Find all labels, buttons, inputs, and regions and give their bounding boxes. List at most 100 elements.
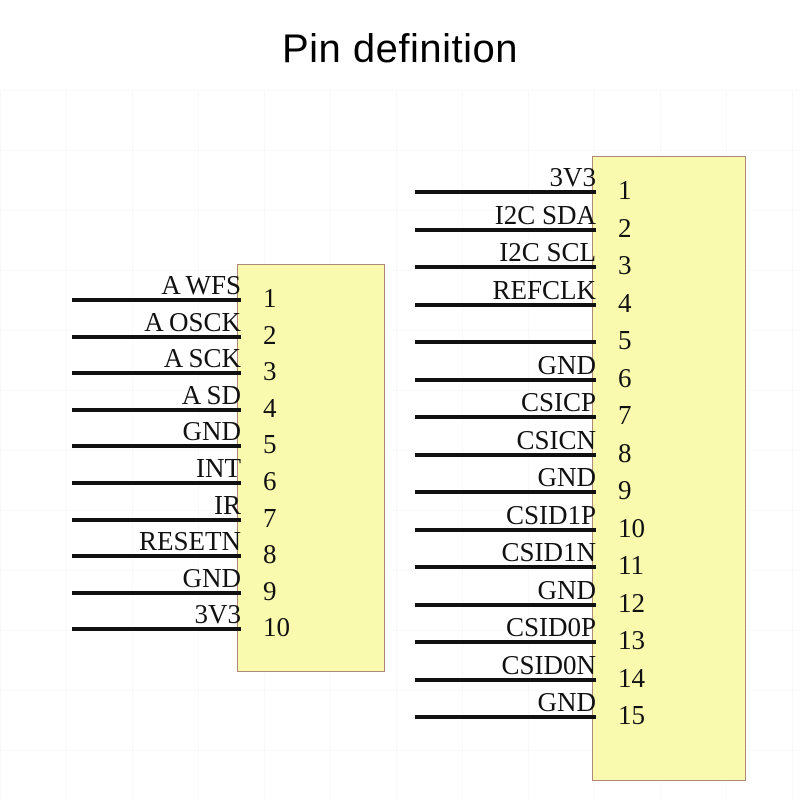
pin-row: CSICP	[415, 385, 596, 419]
pin-row: GND	[415, 573, 596, 607]
pin-row: CSID0N	[415, 648, 596, 682]
pin-number: 11	[618, 550, 644, 580]
pin-row: A WFS	[72, 268, 241, 302]
pin-label: GND	[537, 687, 597, 717]
pin-label: GND	[537, 349, 597, 380]
page-title: Pin definition	[281, 27, 519, 71]
pin-label: CSID0P	[505, 612, 596, 642]
pin-number: 15	[618, 700, 645, 730]
pin-number: 13	[618, 625, 645, 655]
pin-lead-line	[415, 302, 596, 307]
pin-row: A SD	[72, 378, 241, 412]
pin-row: GND	[415, 460, 596, 494]
pin-lead-line	[415, 377, 596, 382]
pin-lead-line	[415, 452, 596, 457]
pin-lead-line	[72, 590, 241, 595]
pin-number: 4	[618, 287, 632, 318]
pin-row: REFCLK	[415, 273, 596, 307]
pin-label: A OSCK	[144, 306, 241, 337]
pin-number: 9	[263, 575, 277, 606]
pin-row: IR	[72, 488, 241, 522]
pin-row: CSICN	[415, 423, 596, 457]
left-connector-body	[237, 264, 385, 672]
pin-lead-line	[415, 265, 596, 269]
pin-lead-line	[72, 481, 241, 485]
pin-row: I2C SCL	[415, 235, 596, 269]
pin-row: GND	[72, 561, 241, 595]
pin-row: CSID1P	[415, 498, 596, 532]
pin-label: 3V3	[194, 599, 242, 630]
pin-lead-line	[415, 602, 596, 607]
pin-number: 1	[263, 283, 277, 313]
pin-row: CSID1N	[415, 535, 596, 569]
pin-lead-line	[72, 517, 241, 522]
pin-lead-line	[415, 640, 596, 644]
pin-number: 7	[263, 502, 277, 533]
pin-lead-line	[415, 490, 596, 494]
pin-lead-line	[72, 298, 241, 302]
pin-lead-line	[415, 227, 596, 232]
pin-label: A SD	[181, 379, 241, 410]
pin-lead-line	[415, 190, 596, 194]
pin-label: IR	[214, 489, 241, 520]
pin-label: CSICP	[520, 387, 596, 417]
pin-label: CSID1N	[501, 537, 596, 567]
pin-lead-line	[415, 415, 596, 419]
pin-label: I2C SCL	[499, 237, 596, 267]
pin-lead-line	[72, 371, 241, 376]
right-connector-body	[592, 156, 746, 781]
pin-lead-line	[415, 715, 596, 719]
pin-lead-line	[415, 677, 596, 682]
pin-number: 14	[618, 662, 645, 693]
pin-row: RESETN	[72, 524, 241, 559]
pin-lead-line	[72, 554, 241, 559]
pin-label: GND	[537, 574, 597, 605]
pin-lead-line	[415, 565, 596, 569]
pin-number: 10	[618, 512, 645, 543]
pin-number: 5	[618, 325, 632, 355]
pin-number: 6	[618, 362, 632, 393]
pin-label: CSID1P	[505, 499, 596, 530]
pin-label: GND	[537, 462, 597, 492]
pin-label: A WFS	[161, 270, 241, 300]
pin-row: A OSCK	[72, 305, 241, 339]
pin-number: 2	[263, 319, 277, 350]
pin-number: 8	[618, 437, 632, 468]
pin-row: 3V3	[72, 597, 242, 632]
pin-label: CSID0N	[501, 649, 596, 680]
pin-label: 3V3	[549, 162, 597, 192]
pin-row: GND	[72, 414, 241, 449]
pin-number: 3	[618, 250, 632, 280]
pin-label: REFCLK	[492, 274, 596, 305]
pin-number: 12	[618, 587, 645, 618]
pin-row: I2C SDA	[415, 198, 596, 232]
pin-number: 1	[618, 175, 632, 205]
pin-number: 5	[263, 429, 277, 460]
pin-label: CSICN	[516, 424, 596, 455]
pin-row	[415, 310, 596, 344]
pin-number: 9	[618, 475, 632, 505]
pin-number: 7	[618, 400, 632, 430]
pin-row: CSID0P	[415, 610, 596, 644]
pin-number: 4	[263, 392, 277, 423]
pin-label: RESETN	[138, 526, 241, 557]
pin-lead-line	[72, 407, 241, 412]
pin-lead-line	[415, 527, 596, 532]
pin-number: 2	[618, 212, 632, 243]
pin-label: A SCK	[163, 343, 241, 374]
pin-number: 3	[263, 356, 277, 387]
pin-lead-line	[415, 340, 596, 344]
pin-number: 8	[263, 539, 277, 570]
pin-lead-line	[72, 334, 241, 339]
pin-label: GND	[182, 562, 242, 593]
pin-row: A SCK	[72, 341, 241, 376]
pin-lead-line	[72, 627, 241, 632]
pin-label: I2C SDA	[494, 199, 596, 230]
pin-label: INT	[196, 453, 241, 483]
pin-row: INT	[72, 451, 241, 485]
pin-row: 3V3	[415, 160, 596, 194]
pin-number: 6	[263, 466, 277, 496]
